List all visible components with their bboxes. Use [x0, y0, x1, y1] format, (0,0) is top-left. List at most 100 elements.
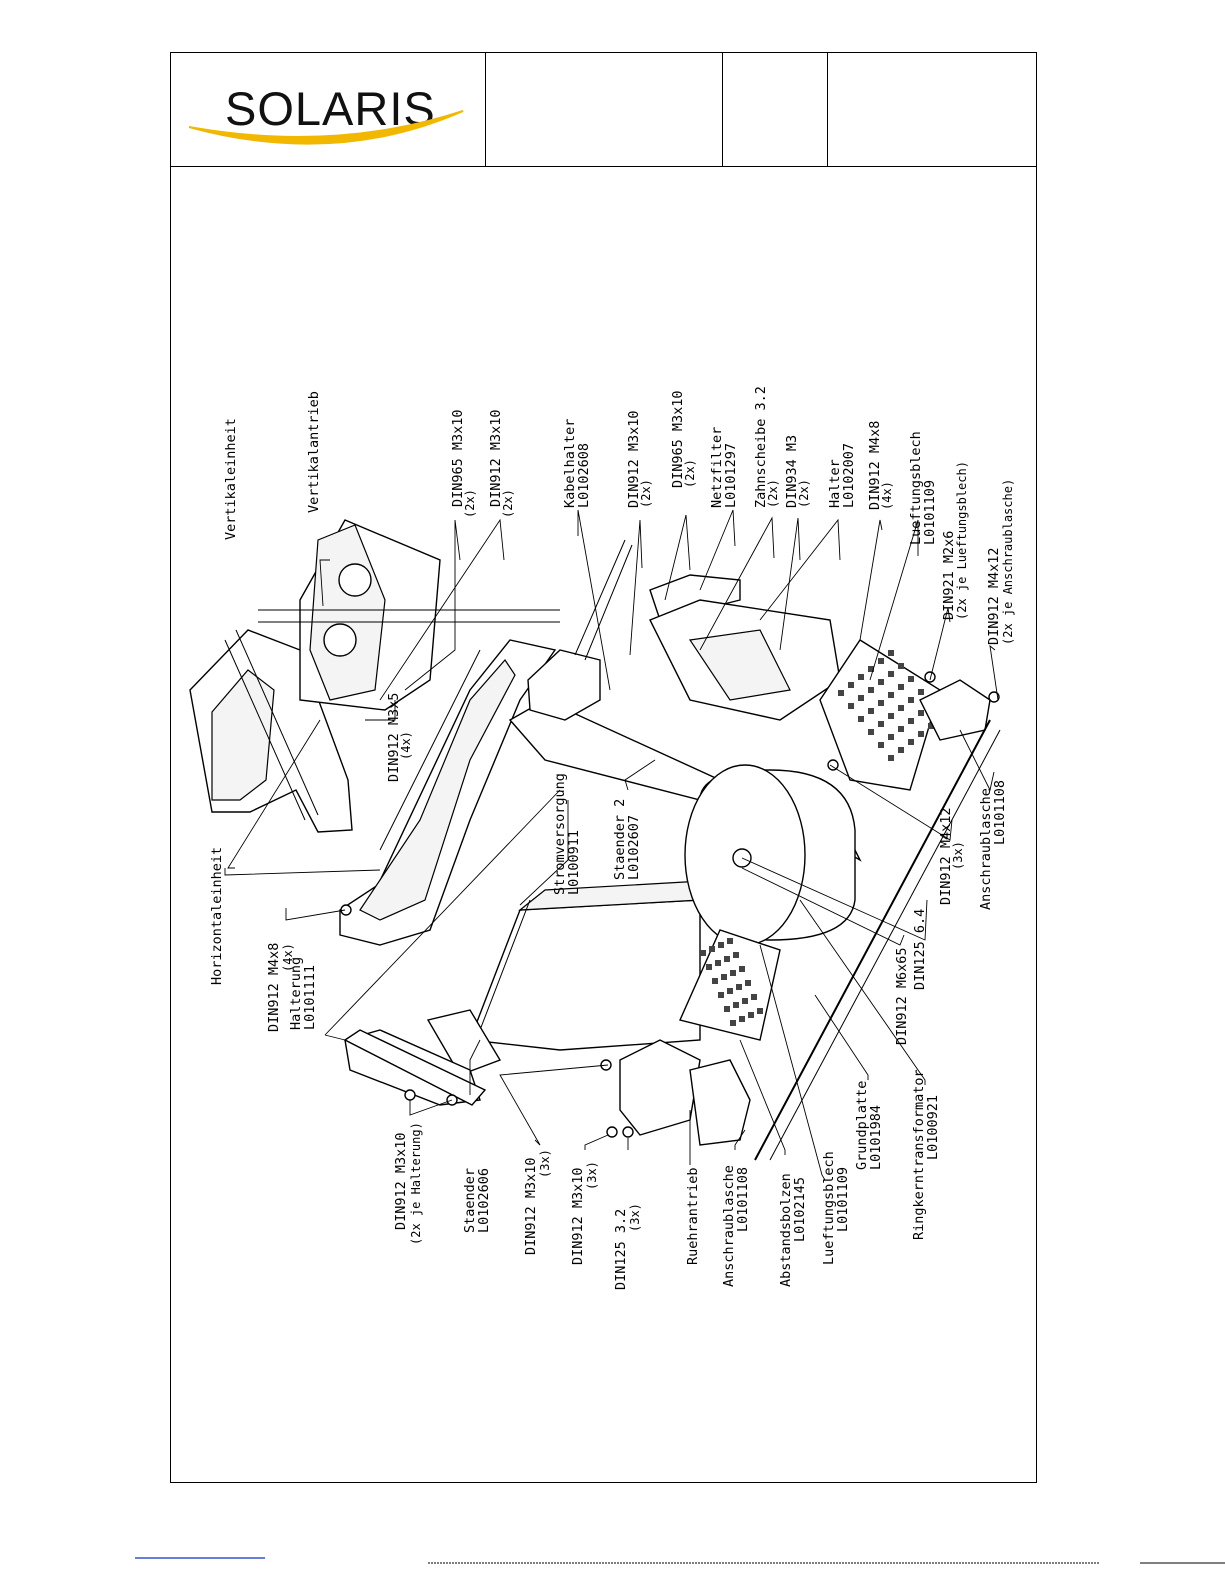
label-lueftungsblech-a-note: (2x je Lueftungsblech): [955, 461, 969, 620]
vent-slot: [888, 734, 894, 740]
label-ruehrantrieb: Ruehrantrieb: [685, 1167, 701, 1265]
label-din934-m3: DIN934 M3: [784, 435, 800, 508]
kabelhalter-part: [527, 539, 633, 721]
vent-slot: [700, 950, 706, 956]
vent-slot: [888, 671, 894, 677]
label-halter-no: L0102007: [841, 443, 857, 508]
label-din912-m4x12-b-qty: (3x): [951, 841, 965, 870]
label-din912-m4x8-a-qty: (4x): [880, 481, 894, 510]
label-din125-32: DIN125 3.2: [613, 1209, 629, 1290]
label-zahnscheibe: Zahnscheibe 3.2: [753, 386, 769, 508]
label-din912-m3x10-d: DIN912 M3x10: [523, 1157, 539, 1255]
label-din912-m3x10-b: DIN912 M3x10: [626, 410, 642, 508]
vent-slot: [868, 708, 874, 714]
label-vertikalantrieb: Vertikalantrieb: [306, 391, 322, 513]
label-zahnscheibe-qty: (2x): [766, 479, 780, 508]
title-field-2: [722, 53, 827, 166]
vent-slot: [908, 718, 914, 724]
label-din912-m3x5-qty: (4x): [399, 731, 413, 760]
vent-slot: [908, 697, 914, 703]
logo-swoosh: [188, 110, 464, 145]
label-din912-m4x12-a: DIN912 M4x12: [986, 547, 1002, 645]
vent-slot: [908, 676, 914, 682]
lueftungsblech-part-lower: [679, 929, 781, 1041]
vent-slot: [858, 674, 864, 680]
label-din912-m3x10-a-qty: (2x): [501, 489, 515, 518]
label-din912-m3x10-e: DIN912 M3x10: [570, 1167, 586, 1265]
label-din912-m4x8-a: DIN912 M4x8: [867, 421, 883, 510]
label-din965-m3x10-a: DIN965 M3x10: [450, 409, 466, 507]
label-din125-32-qty: (3x): [628, 1203, 642, 1232]
label-din125-64: DIN125 6.4: [912, 909, 928, 990]
label-halter: Halter: [827, 459, 843, 508]
vent-slot: [868, 729, 874, 735]
label-abstandsbolzen: Abstandsbolzen: [778, 1173, 794, 1287]
vent-slot: [739, 966, 745, 972]
vent-slot: [918, 689, 924, 695]
anschraublasche-part-right: [919, 679, 991, 741]
label-din912-m3x10-b-qty: (2x): [639, 479, 653, 508]
vent-slot: [718, 942, 724, 948]
label-din965-m3x10-b: DIN965 M3x10: [670, 390, 686, 488]
vent-slot: [878, 679, 884, 685]
label-stromversorgung-no: L0100911: [566, 830, 582, 895]
vent-slot: [718, 992, 724, 998]
vent-slot: [868, 666, 874, 672]
vent-slot: [888, 692, 894, 698]
label-lueftungsblech-b: Lueftungsblech: [821, 1151, 837, 1265]
screws: [340, 671, 1000, 1138]
label-din912-m4x8-b: DIN912 M4x8: [266, 943, 282, 1032]
vertikaleinheit-part: [189, 629, 353, 833]
solaris-logo: SOLARIS: [185, 67, 485, 153]
vent-slot: [745, 980, 751, 986]
lueftungsblech-part-right: [819, 639, 944, 791]
label-grundplatte: Grundplatte: [854, 1081, 870, 1170]
label-staender: Staender: [462, 1168, 478, 1233]
title-block: SOLARIS: [171, 53, 1036, 167]
stromversorgung-part: [469, 879, 722, 1051]
label-din912-m3x10-d-qty: (3x): [538, 1149, 552, 1178]
vent-slot: [757, 1008, 763, 1014]
labels: Vertikaleinheit Vertikalantrieb DIN965 M…: [209, 386, 1015, 1290]
leader-lines: [224, 509, 999, 1181]
label-din912-m4x8-b-qty: (4x): [281, 943, 295, 972]
label-anschraublasche-b: Anschraublasche: [721, 1165, 737, 1287]
label-din912-m4x12-a-note: (2x je Anschraublasche): [1001, 479, 1015, 645]
vent-slot: [724, 1006, 730, 1012]
vent-slot: [908, 739, 914, 745]
vent-slot: [878, 721, 884, 727]
vent-slot: [898, 726, 904, 732]
vent-slot: [858, 716, 864, 722]
label-abstandsbolzen-no: L0102145: [792, 1177, 808, 1242]
label-anschraublasche-a-no: L0101108: [992, 780, 1008, 845]
vent-slot: [712, 978, 718, 984]
horizontaleinheit-part: [339, 639, 557, 946]
label-grundplatte-no: L0101984: [868, 1105, 884, 1170]
vent-slot: [742, 998, 748, 1004]
halterung-part: [343, 1029, 487, 1106]
label-din912-m3x10-c: DIN912 M3x10: [393, 1132, 409, 1230]
vent-slot: [898, 747, 904, 753]
label-din934-m3-qty: (2x): [797, 479, 811, 508]
label-din921-m2x6: DIN921 M2x6: [941, 531, 957, 620]
title-field-1: [485, 53, 722, 166]
footer-strip: [135, 1557, 1225, 1564]
label-din965-m3x10-b-qty: (2x): [683, 459, 697, 488]
vent-slot: [868, 687, 874, 693]
label-ringkern-no: L0100921: [925, 1095, 941, 1160]
parts: [189, 519, 1001, 1161]
label-lueftungsblech-a: Lueftungsblech: [908, 431, 924, 545]
label-netzfilter-no: L0101297: [723, 443, 739, 508]
label-kabelhalter: Kabelhalter: [562, 419, 578, 508]
title-field-3: [827, 53, 1038, 166]
label-lueftungsblech-a-no: L0101109: [922, 480, 938, 545]
label-din912-m3x5: DIN912 M3x5: [386, 693, 402, 782]
label-vertikaleinheit: Vertikaleinheit: [223, 418, 239, 540]
label-staender2: Staender 2: [612, 799, 628, 880]
label-netzfilter: Netzfilter: [709, 427, 725, 508]
vent-slot: [730, 970, 736, 976]
vent-slot: [730, 1020, 736, 1026]
ruehrantrieb-part: [619, 1039, 751, 1146]
vent-slot: [736, 984, 742, 990]
vent-slot: [838, 690, 844, 696]
